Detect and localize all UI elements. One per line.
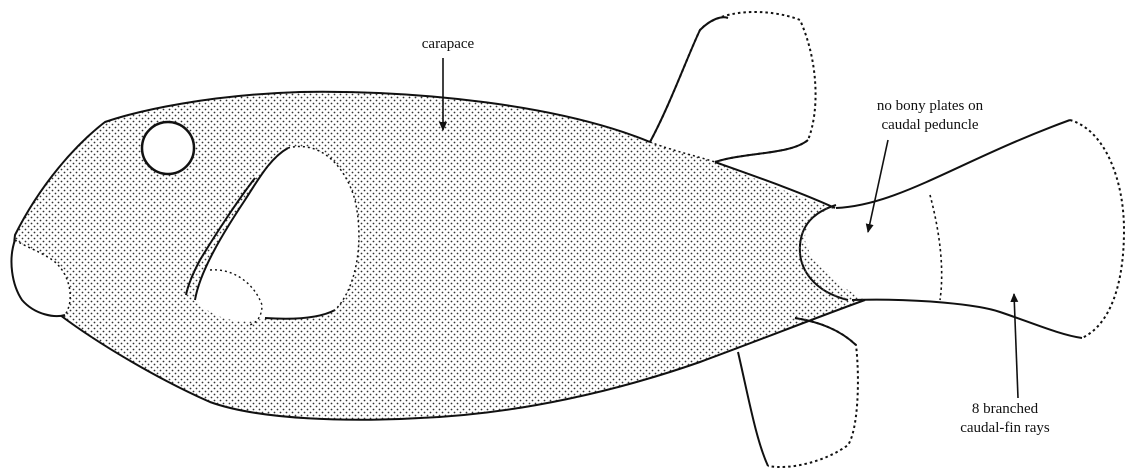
carapace-label: carapace: [408, 35, 488, 54]
caudal-peduncle-label-line1: no bony plates on: [840, 97, 1020, 116]
carapace-label-text: carapace: [408, 35, 488, 54]
caudal-fin-rays-label: 8 branched caudal-fin rays: [920, 400, 1090, 438]
eye: [142, 122, 194, 174]
dorsal-fin: [650, 12, 816, 162]
caudal-peduncle-label-line2: caudal peduncle: [840, 116, 1020, 135]
caudal-peduncle-label: no bony plates on caudal peduncle: [840, 97, 1020, 135]
caudal-fin-rays-label-line2: caudal-fin rays: [920, 419, 1090, 438]
peduncle-arrow: [868, 140, 888, 232]
rays-arrow: [1014, 294, 1018, 398]
caudal-fin-rays-label-line1: 8 branched: [920, 400, 1090, 419]
